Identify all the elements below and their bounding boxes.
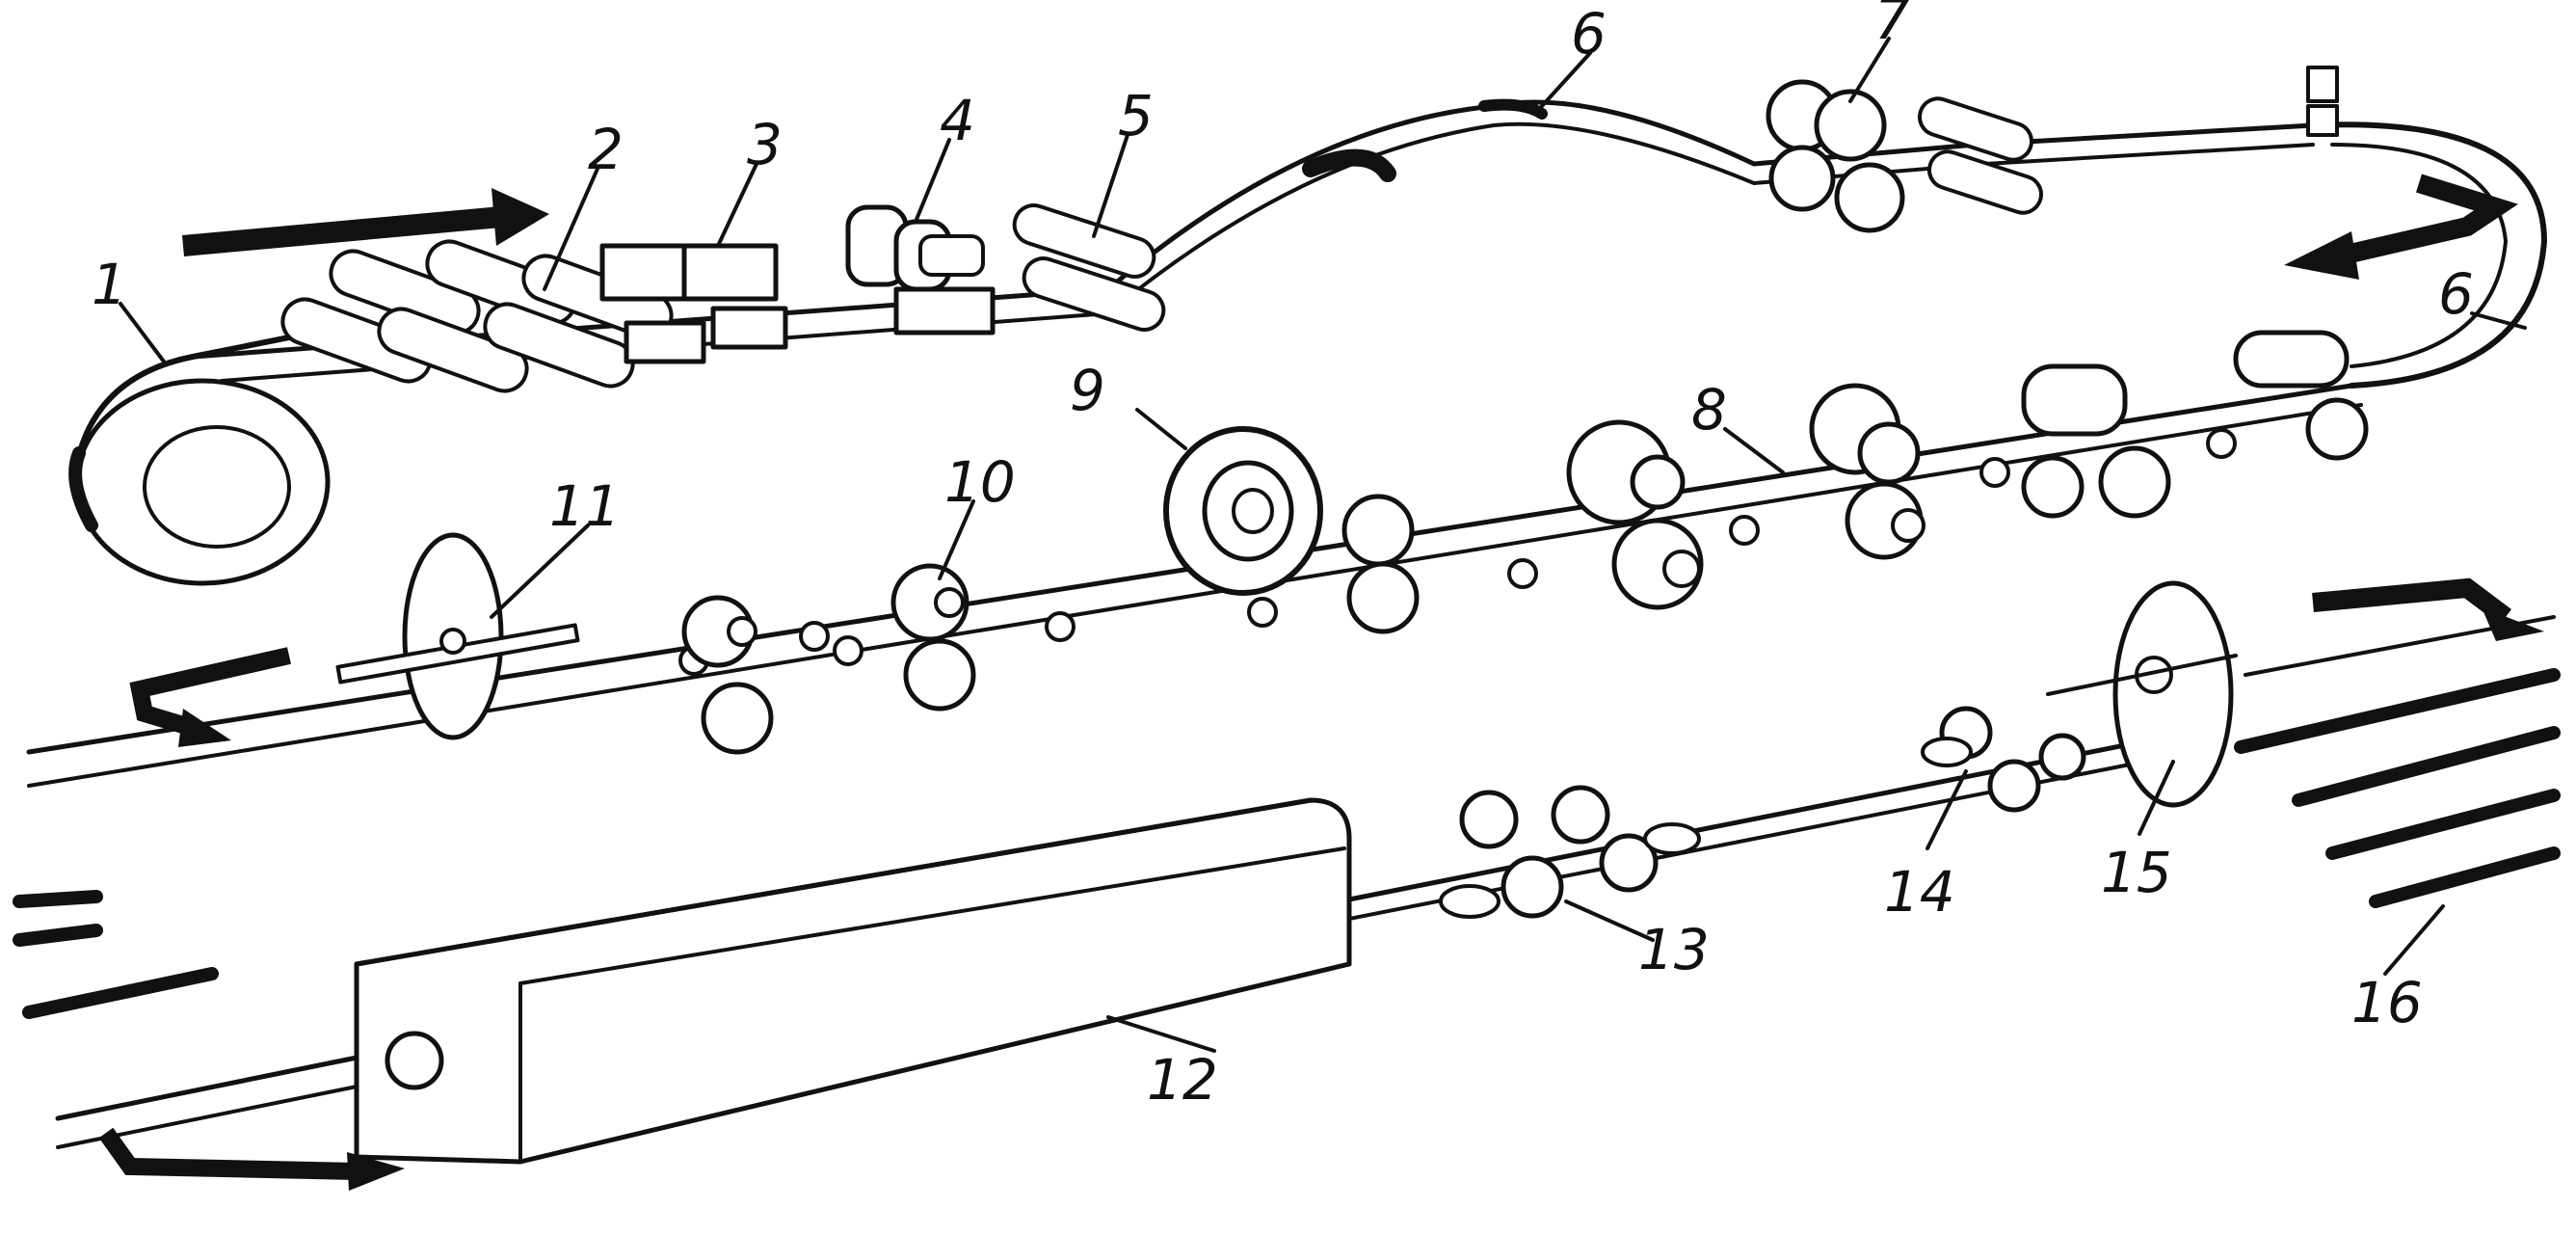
flow-arrow-right-return xyxy=(2284,174,2518,280)
label-10: 10 xyxy=(944,449,1016,515)
label-8: 8 xyxy=(1691,377,1727,443)
label-6-right: 6 xyxy=(2438,261,2474,327)
forming-stands-8 xyxy=(1566,330,2369,610)
flow-arrow-right-out xyxy=(2312,577,2544,641)
label-4: 4 xyxy=(940,88,975,153)
label-9: 9 xyxy=(1070,358,1105,423)
label-3: 3 xyxy=(747,112,783,177)
roll-stand-7 xyxy=(1766,79,2043,233)
leader-lines xyxy=(119,37,2527,1053)
label-2: 2 xyxy=(588,117,624,182)
flow-arrow-bottom xyxy=(98,1127,405,1191)
shear-blocks-3 xyxy=(599,243,788,364)
flow-arrow-left-turn xyxy=(129,647,291,747)
sizing-stand-14 xyxy=(1921,706,2086,813)
finished-tubes-16 xyxy=(2234,615,2561,908)
coil-1 xyxy=(68,325,340,586)
welder-4 xyxy=(845,204,996,336)
weld-roll-9 xyxy=(1163,426,1420,634)
label-11: 11 xyxy=(549,473,621,539)
label-7: 7 xyxy=(1874,0,1910,52)
tubes-left xyxy=(13,890,219,1019)
label-1: 1 xyxy=(92,252,127,317)
guide-rolls-5 xyxy=(1012,203,1166,332)
label-6-top: 6 xyxy=(1571,1,1607,67)
label-5: 5 xyxy=(1118,83,1154,148)
label-15: 15 xyxy=(2101,840,2172,905)
strip-return-bend-6 xyxy=(2306,66,2547,389)
label-13: 13 xyxy=(1638,917,1710,982)
label-16: 16 xyxy=(2351,970,2423,1035)
label-12: 12 xyxy=(1147,1047,1218,1113)
saw-disc-15 xyxy=(2046,580,2238,808)
callout-labels: 1 2 3 4 5 6 6 7 8 9 10 11 12 13 14 15 16 xyxy=(92,0,2474,1113)
saw-disc-11 xyxy=(335,532,580,740)
flow-arrow-top xyxy=(182,188,549,256)
strip-upper xyxy=(190,98,2316,383)
reducing-stands-13 xyxy=(1439,785,1701,919)
furnace-12 xyxy=(354,797,1352,1165)
label-14: 14 xyxy=(1884,859,1955,925)
sizing-stands-10 xyxy=(681,563,976,755)
